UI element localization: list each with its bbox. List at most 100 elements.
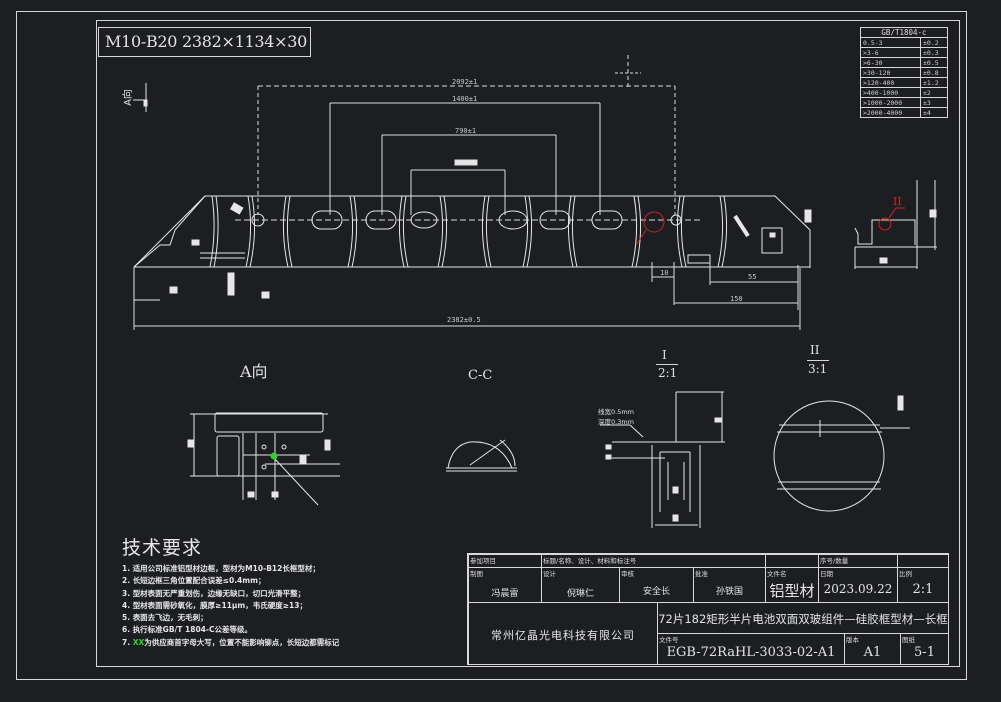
part-title-cell: 72片182矩形半片电池双面双玻组件—硅胶框型材—长框 bbox=[657, 602, 949, 634]
requirement-number: 6. bbox=[122, 625, 133, 635]
blank-cell bbox=[897, 554, 949, 568]
tolerance-range: >3-6 bbox=[860, 47, 921, 58]
view-a-title: A向 bbox=[240, 362, 268, 381]
right-end-features bbox=[687, 209, 812, 264]
tolerance-range: >400-1000 bbox=[860, 87, 921, 98]
tolerance-row: >3-6±0.3 bbox=[860, 47, 948, 58]
tolerance-table: GB/T1804-c 0.5-3±0.2 >3-6±0.3 >6-30±0.5 … bbox=[860, 27, 948, 118]
tolerance-row: >6-30±0.5 bbox=[860, 57, 948, 68]
tolerance-row: >30-120±0.8 bbox=[860, 67, 948, 78]
dim-55: 55 bbox=[748, 273, 757, 281]
drawing-border-inner bbox=[96, 20, 960, 667]
drawn-by-cell: 制图冯晨雷 bbox=[468, 567, 542, 603]
view-a-drawing bbox=[187, 412, 340, 506]
detail-1-drawing bbox=[600, 391, 725, 528]
tolerance-value: ±1.2 bbox=[920, 77, 948, 88]
tolerance-range: >1000-2000 bbox=[860, 97, 921, 108]
tech-requirements: 技术要求 1. 适用公司标准铝型材边框，型材为M10-B12长框型材； 2. 长… bbox=[122, 533, 339, 649]
dim-outer-span: 2092±1 bbox=[452, 78, 478, 86]
detail-marker-2-label: II bbox=[893, 195, 902, 208]
approve-value: 孙铁国 bbox=[715, 587, 743, 597]
dim-150: 150 bbox=[730, 295, 743, 303]
tolerance-value: ±0.5 bbox=[920, 57, 948, 68]
requirement-text: 执行标准GB/T 1804-C公差等级。 bbox=[132, 625, 253, 635]
tolerance-value: ±4 bbox=[920, 107, 948, 118]
version-cell: 版本 A1 bbox=[844, 633, 901, 665]
requirement-number: 2. bbox=[122, 576, 133, 586]
tolerance-value: ±0.3 bbox=[920, 47, 948, 58]
tolerance-table-header: GB/T1804-c bbox=[860, 27, 948, 38]
tolerance-range: >120-400 bbox=[860, 77, 921, 88]
version-label: 版本 bbox=[846, 636, 859, 644]
header-note: 标题/名称、设计、材料和标注号 bbox=[543, 557, 637, 565]
detail-marker-2-icon bbox=[878, 207, 905, 231]
detail-2-scale: 3:1 bbox=[808, 362, 828, 376]
requirement-item: 2. 长短边框三角位置配合误差≤0.4mm； bbox=[122, 575, 339, 587]
design-cell: 设计倪琳仁 bbox=[541, 567, 620, 603]
dim-total-length: 2382±0.5 bbox=[447, 316, 481, 324]
requirement-item: 6. 执行标准GB/T 1804-C公差等级。 bbox=[122, 624, 339, 636]
cross-section-view bbox=[854, 180, 937, 269]
date-cell: 日期 2023.09.22 bbox=[818, 567, 898, 603]
company-name: 常州亿晶光电科技有限公司 bbox=[491, 629, 635, 642]
tech-requirements-heading: 技术要求 bbox=[122, 537, 203, 559]
left-end-features bbox=[169, 202, 270, 299]
highlight-point-icon bbox=[270, 452, 278, 460]
profile-outline bbox=[133, 195, 811, 301]
date-label: 日期 bbox=[820, 570, 833, 578]
view-a-arrow-icon bbox=[133, 83, 148, 112]
profile-slots bbox=[251, 210, 682, 230]
company-cell: 常州亿晶光电科技有限公司 bbox=[468, 602, 658, 665]
requirement-number: 4. bbox=[122, 600, 133, 610]
serial-qty-label: 序号/数量 bbox=[820, 557, 849, 565]
file-name-label: 文件名 bbox=[767, 570, 787, 578]
tolerance-range: >30-120 bbox=[860, 67, 921, 78]
design-value: 倪琳仁 bbox=[566, 589, 594, 599]
requirement-item: 4. 型材表面需砂氧化，膜厚≥11μm，韦氏硬度≥13； bbox=[122, 600, 339, 612]
drawing-border-outer bbox=[16, 11, 967, 680]
scale-label: 比例 bbox=[899, 570, 912, 578]
detail-2-label: II bbox=[810, 343, 820, 357]
tolerance-row: >400-1000±2 bbox=[860, 87, 948, 98]
review-label: 审核 bbox=[621, 570, 634, 578]
requirement-text: 表面去飞边，无毛刺； bbox=[132, 613, 208, 623]
drawing-title: M10-B20 2382×1134×30 bbox=[98, 27, 311, 57]
scale-value: 2:1 bbox=[912, 582, 934, 597]
file-name-value: 铝型材 bbox=[769, 582, 815, 600]
requirement-text: 为供应商首字母大写，位置不能影响铆点，长短边都需标记 bbox=[144, 637, 340, 647]
drawn-by-value: 冯晨雷 bbox=[491, 589, 519, 599]
header-note-cell: 标题/名称、设计、材料和标注号 bbox=[541, 554, 766, 568]
dim-inner-span: 790±1 bbox=[455, 127, 477, 135]
requirement-item: 7. XX为供应商首字母大写，位置不能影响铆点，长短边都需标记 bbox=[122, 637, 339, 649]
sheet-value: 5-1 bbox=[914, 645, 935, 660]
date-value: 2023.09.22 bbox=[823, 582, 893, 596]
tolerance-value: ±3 bbox=[920, 97, 948, 108]
section-cc-title: C-C bbox=[468, 368, 493, 383]
section-cc-drawing bbox=[446, 439, 517, 472]
blank-cell bbox=[765, 554, 819, 568]
tolerance-row: >1000-2000±3 bbox=[860, 97, 948, 108]
tolerance-value: ±0.8 bbox=[920, 67, 948, 78]
requirement-item: 3. 型材表面无严重划伤，边缘无缺口，切口光滑平整； bbox=[122, 588, 339, 600]
tolerance-row: >2000-4000±4 bbox=[860, 107, 948, 118]
dim-10: 10 bbox=[660, 269, 669, 277]
tolerance-range: >6-30 bbox=[860, 57, 921, 68]
tolerance-range: 0.5-3 bbox=[860, 37, 921, 48]
approve-label: 批准 bbox=[695, 570, 708, 578]
detail-2-drawing bbox=[773, 395, 910, 512]
requirement-item: 5. 表面去飞边，无毛刺； bbox=[122, 612, 339, 624]
file-name-cell: 文件名铝型材 bbox=[765, 567, 819, 603]
version-value: A1 bbox=[863, 645, 882, 660]
requirement-number: 1. bbox=[122, 564, 133, 573]
approve-cell: 批准孙铁国 bbox=[693, 567, 766, 603]
participants-cell: 参加项目 bbox=[468, 554, 542, 568]
sheet-label: 图纸 bbox=[902, 636, 915, 644]
tolerance-row: >120-400±1.2 bbox=[860, 77, 948, 88]
detail-1-label: I bbox=[662, 348, 667, 362]
line-width-note: 线宽0.5mm bbox=[598, 408, 635, 416]
tolerance-value: ±0.2 bbox=[920, 37, 948, 48]
requirement-number: 5. bbox=[122, 613, 133, 623]
